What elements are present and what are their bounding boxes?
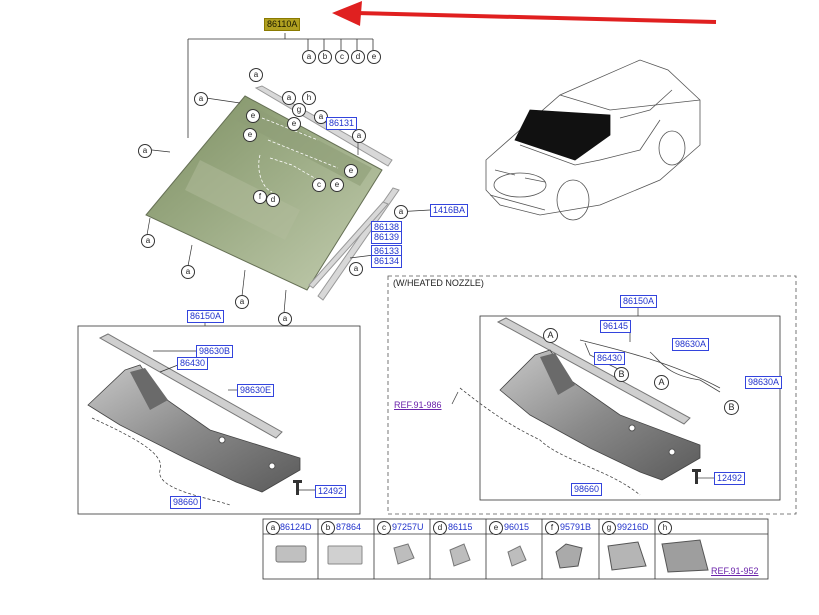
ref-link-cowl[interactable]: REF.91-986 bbox=[394, 400, 442, 410]
callout-d: d bbox=[266, 193, 280, 207]
legend-code-a[interactable]: 86124D bbox=[280, 522, 312, 532]
cowl-panel-right bbox=[496, 317, 701, 481]
legend-code-d[interactable]: 86115 bbox=[448, 522, 473, 532]
clip-c-icon bbox=[393, 543, 415, 565]
callout-g: g bbox=[292, 103, 306, 117]
part-label-98630B[interactable]: 98630B bbox=[196, 345, 234, 358]
callout-B: B bbox=[614, 367, 629, 382]
callout-a: a bbox=[302, 50, 316, 64]
callout-a: a bbox=[181, 265, 195, 279]
callout-A: A bbox=[654, 375, 669, 390]
callout-d: d bbox=[351, 50, 365, 64]
bolt-icon bbox=[293, 480, 302, 495]
bracket-f-icon bbox=[555, 543, 583, 569]
callout-a: a bbox=[138, 144, 152, 158]
part-label-98660[interactable]: 98660 bbox=[170, 496, 202, 509]
clip-d-icon bbox=[449, 543, 471, 567]
legend-key-g: g bbox=[602, 521, 616, 535]
callout-h: h bbox=[302, 91, 316, 105]
bracket-h-icon bbox=[661, 539, 709, 573]
callout-a: a bbox=[194, 92, 208, 106]
callout-e: e bbox=[287, 117, 301, 131]
legend-key-a: a bbox=[266, 521, 280, 535]
legend-code-f[interactable]: 95791B bbox=[560, 522, 592, 532]
callout-a: a bbox=[394, 205, 408, 219]
legend-key-b: b bbox=[321, 521, 335, 535]
callout-a: a bbox=[235, 295, 249, 309]
callout-a: a bbox=[352, 129, 366, 143]
legend-code-e[interactable]: 96015 bbox=[504, 522, 530, 532]
pad-icon bbox=[327, 545, 363, 565]
callout-a: a bbox=[141, 234, 155, 248]
car-illustration bbox=[485, 59, 701, 221]
callout-e: e bbox=[330, 178, 344, 192]
part-label-1416BA[interactable]: 1416BA bbox=[430, 204, 469, 217]
ref-link-h[interactable]: REF.91-952 bbox=[711, 566, 759, 576]
callout-e: e bbox=[344, 164, 358, 178]
callout-c: c bbox=[312, 178, 326, 192]
part-label-98630E[interactable]: 98630E bbox=[237, 384, 275, 397]
part-label-86150A[interactable]: 86150A bbox=[620, 295, 658, 308]
clip-e-icon bbox=[507, 545, 527, 567]
callout-b: b bbox=[318, 50, 332, 64]
leader-bracket bbox=[187, 33, 374, 138]
callout-a: a bbox=[282, 91, 296, 105]
heated-nozzle-note: (W/HEATED NOZZLE) bbox=[393, 278, 484, 288]
bracket-g-icon bbox=[607, 541, 647, 571]
part-label-86430[interactable]: 86430 bbox=[594, 352, 626, 365]
main-part-label[interactable]: 86110A bbox=[264, 18, 301, 31]
callout-c: c bbox=[335, 50, 349, 64]
legend-table bbox=[262, 518, 769, 580]
callout-e: e bbox=[243, 128, 257, 142]
part-label-86131[interactable]: 86131 bbox=[326, 117, 358, 130]
part-label-98630A[interactable]: 98630A bbox=[745, 376, 783, 389]
callout-B: B bbox=[724, 400, 739, 415]
legend-key-f: f bbox=[545, 521, 559, 535]
callout-a: a bbox=[314, 110, 328, 124]
legend-key-c: c bbox=[377, 521, 391, 535]
part-label-86430[interactable]: 86430 bbox=[177, 357, 209, 370]
part-label-96145[interactable]: 96145 bbox=[600, 320, 632, 333]
callout-e: e bbox=[367, 50, 381, 64]
part-label-86150A[interactable]: 86150A bbox=[187, 310, 225, 323]
legend-thumbnails bbox=[275, 539, 709, 573]
legend-key-e: e bbox=[489, 521, 503, 535]
part-label-12492[interactable]: 12492 bbox=[315, 485, 347, 498]
cowl-panel-left bbox=[87, 333, 301, 493]
legend-code-g[interactable]: 99216D bbox=[617, 522, 649, 532]
callout-e: e bbox=[246, 109, 260, 123]
callout-a: a bbox=[278, 312, 292, 326]
red-arrow-icon bbox=[332, 1, 717, 26]
moulding-clip-icon bbox=[275, 545, 307, 563]
legend-code-c[interactable]: 97257U bbox=[392, 522, 424, 532]
callout-a: a bbox=[349, 262, 363, 276]
callout-a: a bbox=[249, 68, 263, 82]
cowl-panel-box bbox=[77, 325, 361, 515]
part-label-98630A[interactable]: 98630A bbox=[672, 338, 710, 351]
heated-nozzle-box bbox=[387, 275, 797, 515]
legend-key-d: d bbox=[433, 521, 447, 535]
legend-key-h: h bbox=[658, 521, 672, 535]
callout-A: A bbox=[543, 328, 558, 343]
callout-f: f bbox=[253, 190, 267, 204]
part-label-86134[interactable]: 86134 bbox=[371, 255, 403, 268]
legend-code-b[interactable]: 87864 bbox=[336, 522, 362, 532]
part-label-12492[interactable]: 12492 bbox=[714, 472, 746, 485]
part-label-86139[interactable]: 86139 bbox=[371, 231, 403, 244]
part-label-98660[interactable]: 98660 bbox=[571, 483, 603, 496]
